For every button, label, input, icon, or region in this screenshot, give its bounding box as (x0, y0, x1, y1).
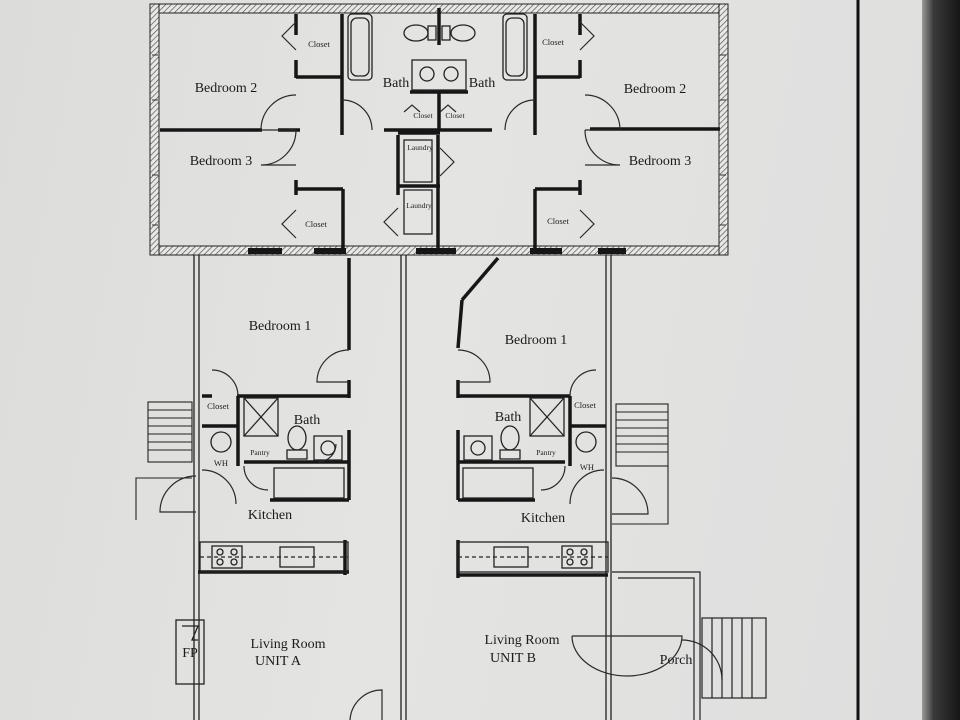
sink-a (313, 435, 343, 461)
stairs-left (135, 401, 193, 520)
label-bedroom2-right: Bedroom 2 (624, 82, 687, 97)
kitchen-sink-b (493, 546, 529, 568)
lower-exterior-walls (193, 255, 612, 720)
label-living-room-unit-a: Living Room (250, 637, 325, 652)
upper-door-swings (260, 21, 621, 239)
kitchen-sink-a (279, 546, 315, 568)
label-pantry-unit-a: Pantry (250, 448, 270, 457)
label-wh-unit-a: WH (214, 458, 228, 468)
shower-b (529, 397, 565, 437)
water-heater-b (575, 431, 597, 453)
lower-door-swings (159, 349, 723, 720)
toilet-a (287, 425, 307, 451)
label-laundry-1: Laundry (407, 143, 433, 152)
upper-windows (152, 54, 726, 226)
pantry-counter-a (273, 467, 345, 499)
lower-floor (135, 255, 767, 720)
label-bedroom2-left: Bedroom 2 (195, 81, 258, 96)
page-edge-shadow (922, 0, 960, 720)
bathtub-left (347, 13, 373, 81)
label-pantry-unit-b: Pantry (536, 448, 556, 457)
upper-floor (149, 3, 729, 256)
label-porch: Porch (660, 653, 693, 668)
label-fireplace: FP (182, 646, 198, 661)
sink-b (463, 435, 493, 461)
fireplace-box (175, 619, 205, 685)
laundry-machines (403, 189, 433, 235)
label-closet-mid-left: Closet (413, 111, 433, 120)
label-closet-mid-right: Closet (445, 111, 465, 120)
stove-a (211, 545, 243, 569)
unit-b-walls (456, 256, 608, 578)
label-closet-unit-b: Closet (574, 400, 596, 410)
label-closet-tl: Closet (308, 39, 330, 49)
upper-wall-right (718, 3, 729, 256)
porch-structure (612, 571, 767, 720)
label-bedroom1-unit-a: Bedroom 1 (249, 319, 312, 334)
water-heater-a (210, 431, 232, 453)
upper-interior-walls (160, 8, 720, 254)
label-bedroom3-right: Bedroom 3 (629, 154, 692, 169)
label-unit-a: UNIT A (255, 654, 302, 669)
label-closet-br: Closet (547, 216, 569, 226)
pantry-counter-b (462, 467, 534, 499)
label-closet-unit-a: Closet (207, 401, 229, 411)
label-bath-unit-b: Bath (495, 410, 521, 425)
bathtub-right (502, 13, 528, 81)
toilet-upper-right (450, 24, 476, 42)
lower-fixtures (175, 397, 609, 685)
label-laundry-2: Laundry (406, 201, 432, 210)
label-bath-unit-a: Bath (294, 413, 320, 428)
stairs-right (612, 403, 669, 525)
room-labels: Bedroom 2 Bedroom 2 Bedroom 3 Bedroom 3 … (182, 37, 692, 669)
toilet-upper-left (403, 24, 429, 42)
unit-a-walls (198, 258, 351, 575)
label-kitchen-unit-b: Kitchen (521, 511, 565, 526)
label-bath-upper-left: Bath (383, 76, 409, 91)
label-bedroom1-unit-b: Bedroom 1 (505, 333, 568, 348)
label-closet-tr: Closet (542, 37, 564, 47)
label-wh-unit-b: WH (580, 462, 594, 472)
double-sink (411, 59, 467, 91)
toilet-b (500, 425, 520, 451)
label-unit-b: UNIT B (490, 651, 536, 666)
label-bedroom3-left: Bedroom 3 (190, 154, 253, 169)
label-bath-upper-right: Bath (469, 76, 495, 91)
shower-a (243, 397, 279, 437)
stove-b (561, 545, 593, 569)
label-kitchen-unit-a: Kitchen (248, 508, 292, 523)
upper-wall-left (149, 3, 160, 256)
upper-bath-fixtures (347, 13, 528, 235)
label-closet-bl: Closet (305, 219, 327, 229)
label-living-room-unit-b: Living Room (484, 633, 559, 648)
